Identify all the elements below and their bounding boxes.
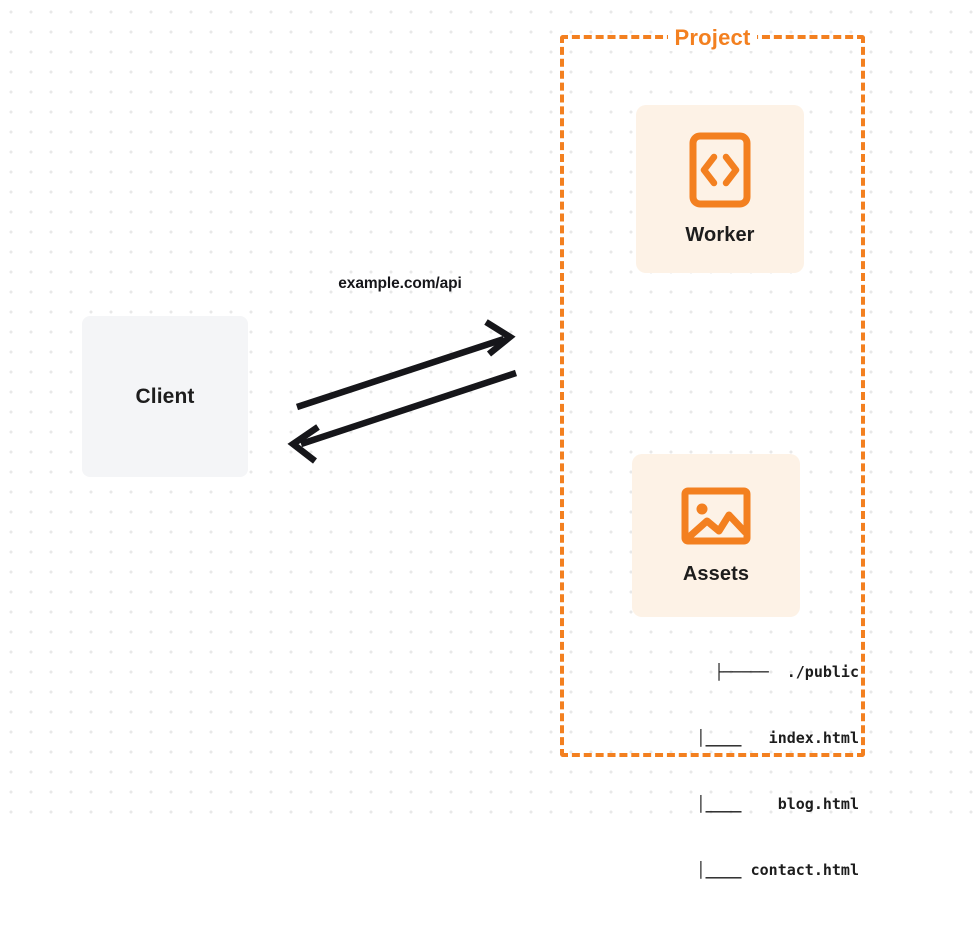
worker-card: Worker: [636, 105, 804, 273]
project-container-label: Project: [667, 25, 758, 51]
connector-arrows-icon: [287, 319, 518, 464]
file-tree-row: │____ contact.html: [651, 861, 859, 879]
connector-group: example.com/api: [270, 275, 530, 475]
response-arrow-icon: [287, 369, 518, 464]
project-container: Project Worker Assets: [560, 25, 865, 879]
file-tree-row: ├───── ./public: [714, 663, 860, 681]
worker-card-label: Worker: [685, 223, 755, 246]
connector-label: example.com/api: [338, 275, 462, 292]
code-brackets-icon: [689, 132, 751, 208]
assets-card: Assets: [632, 454, 800, 617]
file-tree-row: │____ index.html: [651, 729, 859, 747]
diagram-canvas: Client example.com/api Project: [0, 0, 980, 879]
image-icon: [681, 485, 751, 547]
assets-card-label: Assets: [682, 563, 750, 585]
client-node: Client: [82, 316, 248, 477]
file-tree-row: │____ blog.html: [651, 795, 859, 813]
client-node-label: Client: [135, 384, 195, 408]
assets-file-tree: ├───── ./public │____ index.html │____ b…: [614, 617, 859, 925]
request-arrow-icon: [295, 319, 516, 411]
